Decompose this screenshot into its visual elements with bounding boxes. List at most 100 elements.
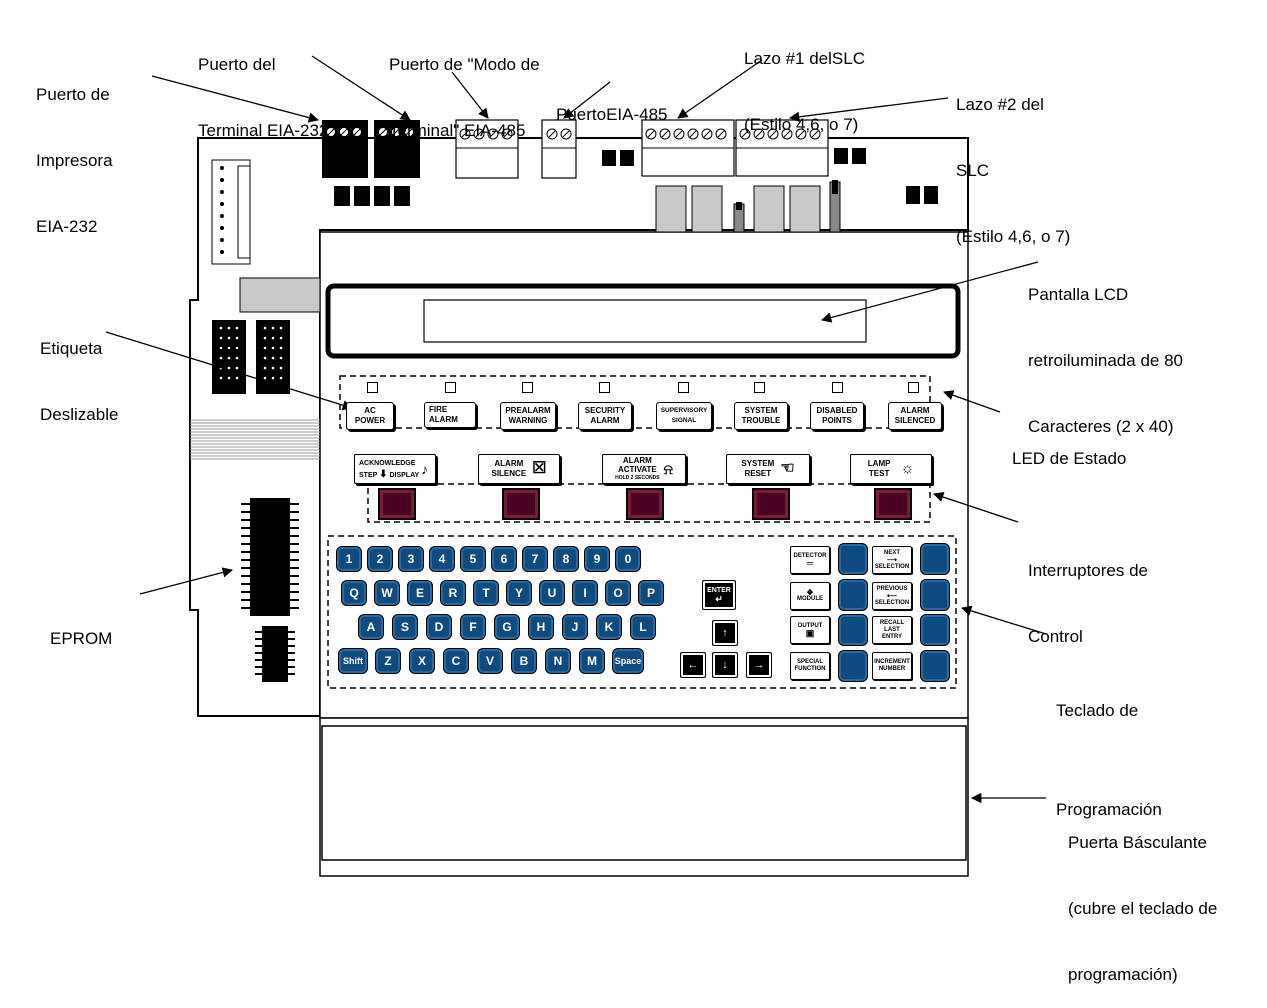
ribbon-cable xyxy=(190,419,320,460)
key-n[interactable]: N xyxy=(545,648,571,674)
small-chip xyxy=(262,626,288,682)
hand-pointer-icon: ☜ xyxy=(780,460,795,477)
key-previous-selection-blank[interactable] xyxy=(920,579,950,611)
key-i[interactable]: I xyxy=(572,580,598,606)
key-j[interactable]: J xyxy=(562,614,588,640)
key-z[interactable]: Z xyxy=(375,648,401,674)
system-reset-button[interactable] xyxy=(752,488,790,520)
key-2[interactable]: 2 xyxy=(367,546,393,572)
muted-bell-icon: ☒ xyxy=(532,460,547,477)
key-g[interactable]: G xyxy=(494,614,520,640)
key-7[interactable]: 7 xyxy=(522,546,548,572)
callout-control-switches: Interruptores de Control xyxy=(1028,561,1149,646)
key-arrow-up[interactable]: ↑ xyxy=(712,620,738,646)
lcd-screen xyxy=(423,299,867,343)
key-a[interactable]: A xyxy=(358,614,384,640)
alarm-activate-button[interactable] xyxy=(626,488,664,520)
key-recall-last-entry-blank[interactable] xyxy=(920,614,950,646)
key-next-selection-blank[interactable] xyxy=(920,543,950,575)
key-e[interactable]: E xyxy=(407,580,433,606)
key-9[interactable]: 9 xyxy=(584,546,610,572)
control-switch-area xyxy=(367,483,931,523)
status-led-disabled-points xyxy=(832,382,843,393)
callout-dress-door: Puerta Básculante (cubre el teclado de p… xyxy=(1068,833,1218,984)
key-d[interactable]: D xyxy=(426,614,452,640)
status-led-system-trouble xyxy=(754,382,765,393)
status-led-alarm-silenced xyxy=(908,382,919,393)
key-enter[interactable]: ENTER ↵ xyxy=(702,580,736,610)
key-5[interactable]: 5 xyxy=(460,546,486,572)
module-icon: ❖ xyxy=(806,588,814,597)
acknowledge-button[interactable] xyxy=(378,488,416,520)
light-bulb-icon: ☼ xyxy=(900,460,915,477)
key-x[interactable]: X xyxy=(409,648,435,674)
key-f[interactable]: F xyxy=(460,614,486,640)
callout-slide-label: Etiqueta Deslizable xyxy=(40,339,119,424)
key-next-selection[interactable]: NEXT ⟶ SELECTION xyxy=(872,546,912,574)
key-u[interactable]: U xyxy=(539,580,565,606)
key-increment-number-blank[interactable] xyxy=(920,650,950,682)
key-detector-blank[interactable] xyxy=(838,543,868,575)
relay-block xyxy=(753,185,785,233)
key-v[interactable]: V xyxy=(477,648,503,674)
callout-lines xyxy=(105,55,1047,804)
key-space[interactable]: Space xyxy=(612,648,644,674)
key-k[interactable]: K xyxy=(596,614,622,640)
enter-arrow-icon: ↵ xyxy=(715,594,723,604)
key-w[interactable]: W xyxy=(374,580,400,606)
lamp-test-button[interactable] xyxy=(874,488,912,520)
key-output[interactable]: OUTPUT ▣ xyxy=(790,616,830,644)
key-detector[interactable]: DETECTOR ═ xyxy=(790,546,830,574)
key-y[interactable]: Y xyxy=(506,580,532,606)
key-special-function[interactable]: SPECIAL FUNCTION xyxy=(790,652,830,680)
key-l[interactable]: L xyxy=(630,614,656,640)
key-p[interactable]: P xyxy=(638,580,664,606)
key-c[interactable]: C xyxy=(443,648,469,674)
control-label-lamp-test: LAMP TEST ☼ xyxy=(850,454,932,484)
key-o[interactable]: O xyxy=(605,580,631,606)
callout-eia485-port: PuertoEIA-485 xyxy=(556,105,668,124)
key-special-function-blank[interactable] xyxy=(838,650,868,682)
key-module[interactable]: ❖ MODULE xyxy=(790,582,830,610)
key-q[interactable]: Q xyxy=(341,580,367,606)
alarm-silence-button[interactable] xyxy=(502,488,540,520)
key-recall-last-entry[interactable]: RECALL LAST ENTRY xyxy=(872,616,912,644)
key-module-blank[interactable] xyxy=(838,579,868,611)
key-s[interactable]: S xyxy=(392,614,418,640)
key-6[interactable]: 6 xyxy=(491,546,517,572)
arrow-down-key-icon: ↓ xyxy=(722,659,728,671)
arrow-down-icon: ⬇ xyxy=(379,468,388,480)
callout-terminal-port: Puerto del Terminal EIA-232 xyxy=(198,55,329,140)
status-led-supervisory xyxy=(678,382,689,393)
relay-block xyxy=(789,185,821,233)
key-8[interactable]: 8 xyxy=(553,546,579,572)
key-arrow-down[interactable]: ↓ xyxy=(712,652,738,678)
callout-printer-port: Puerto de Impresora EIA-232 xyxy=(36,85,113,236)
arrow-up-icon: ↑ xyxy=(722,627,728,639)
key-4[interactable]: 4 xyxy=(429,546,455,572)
key-1[interactable]: 1 xyxy=(336,546,362,572)
key-3[interactable]: 3 xyxy=(398,546,424,572)
key-t[interactable]: T xyxy=(473,580,499,606)
board-components xyxy=(334,148,938,206)
key-m[interactable]: M xyxy=(579,648,605,674)
key-previous-selection[interactable]: PREVIOUS ⟵ SELECTION xyxy=(872,582,912,610)
key-shift[interactable]: Shift xyxy=(338,648,368,674)
key-arrow-right[interactable]: → xyxy=(746,652,772,678)
key-b[interactable]: B xyxy=(511,648,537,674)
bell-icon: ⍾ xyxy=(663,461,673,477)
key-h[interactable]: H xyxy=(528,614,554,640)
relay-block xyxy=(691,185,723,233)
key-arrow-left[interactable]: ← xyxy=(680,652,706,678)
control-label-alarm-activate: ALARM ACTIVATE HOLD 2 SECONDS ⍾ xyxy=(602,454,686,484)
right-arrow-icon: ⟶ xyxy=(886,556,898,564)
key-increment-number[interactable]: INCREMENT NUMBER xyxy=(872,652,912,680)
keypad-area xyxy=(327,535,957,689)
key-output-blank[interactable] xyxy=(838,614,868,646)
key-0[interactable]: 0 xyxy=(615,546,641,572)
control-label-acknowledge: ACKNOWLEDGE STEP ⬇ DISPLAY ♪ xyxy=(354,454,436,484)
callout-eprom: EPROM xyxy=(50,629,113,648)
key-r[interactable]: R xyxy=(440,580,466,606)
